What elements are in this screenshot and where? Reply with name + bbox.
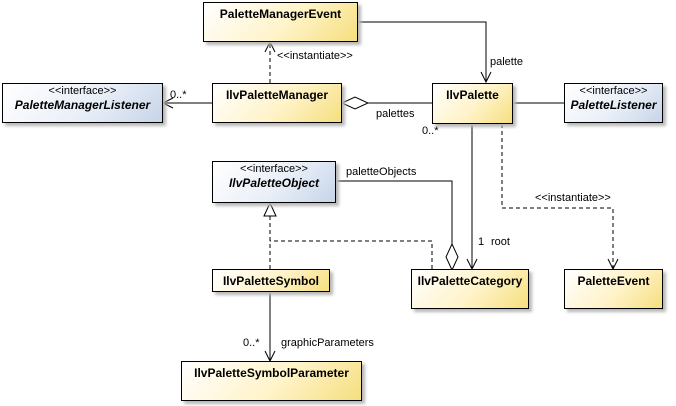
interface-palette-object[interactable]: <<interface>> IlvPaletteObject: [212, 161, 336, 203]
label-palettes-multiplicity: 0..*: [422, 125, 439, 137]
label-instantiate-palette: <<instantiate>>: [535, 192, 611, 204]
label-listeners-multiplicity: 0..*: [170, 89, 187, 101]
aggregation-diamond-category: [445, 242, 459, 272]
interface-palette-listener[interactable]: <<interface>> PaletteListener: [564, 83, 663, 123]
interface-name: PaletteManagerListener: [14, 98, 151, 112]
label-graphic-parameters-role: graphicParameters: [281, 337, 374, 349]
label-root-multiplicity: 1: [478, 236, 485, 248]
arrowhead-manager-to-listener: [161, 97, 174, 109]
class-name: PaletteManagerEvent: [219, 7, 342, 21]
class-name: PaletteEvent: [577, 274, 650, 288]
label-graphic-parameters-multiplicity: 0..*: [243, 337, 260, 349]
interface-name: PaletteListener: [570, 98, 657, 112]
class-palette-category[interactable]: IlvPaletteCategory: [411, 269, 529, 309]
label-root-role: root: [491, 236, 510, 248]
interface-stereotype: <<interface>>: [579, 85, 648, 97]
class-palette[interactable]: IlvPalette: [432, 83, 513, 124]
interface-stereotype: <<interface>>: [48, 85, 117, 97]
edge-category-objects: [336, 180, 453, 244]
aggregation-diamond-manager: [340, 96, 370, 110]
edge-event-to-palette: [358, 21, 487, 82]
class-name: IlvPalette: [446, 88, 499, 102]
arrowhead-instantiate-manager-event: [264, 40, 276, 53]
label-palette-role: palette: [490, 56, 524, 68]
label-instantiate-manager: <<instantiate>>: [277, 50, 353, 62]
class-palette-symbol[interactable]: IlvPaletteSymbol: [212, 269, 330, 292]
realization-triangle: [263, 201, 277, 217]
edge-instantiate-palette-event: [501, 124, 614, 269]
class-palette-symbol-parameter[interactable]: IlvPaletteSymbolParameter: [181, 361, 362, 401]
interface-name: IlvPaletteObject: [228, 176, 320, 190]
arrowhead-event-to-palette: [480, 71, 492, 84]
class-name: IlvPaletteManager: [225, 88, 329, 102]
interface-palette-manager-listener[interactable]: <<interface>> PaletteManagerListener: [2, 83, 163, 123]
interface-stereotype: <<interface>>: [240, 163, 308, 175]
class-palette-event[interactable]: PaletteEvent: [564, 269, 663, 309]
edge-realize-category: [270, 240, 433, 269]
class-name: IlvPaletteSymbolParameter: [194, 366, 349, 380]
class-name: IlvPaletteCategory: [417, 274, 523, 288]
class-palette-manager[interactable]: IlvPaletteManager: [212, 83, 342, 123]
class-name: IlvPaletteSymbol: [222, 274, 320, 288]
class-palette-manager-event[interactable]: PaletteManagerEvent: [203, 2, 358, 42]
label-palette-objects-role: paletteObjects: [346, 166, 417, 178]
label-palettes-role: palettes: [376, 108, 415, 120]
